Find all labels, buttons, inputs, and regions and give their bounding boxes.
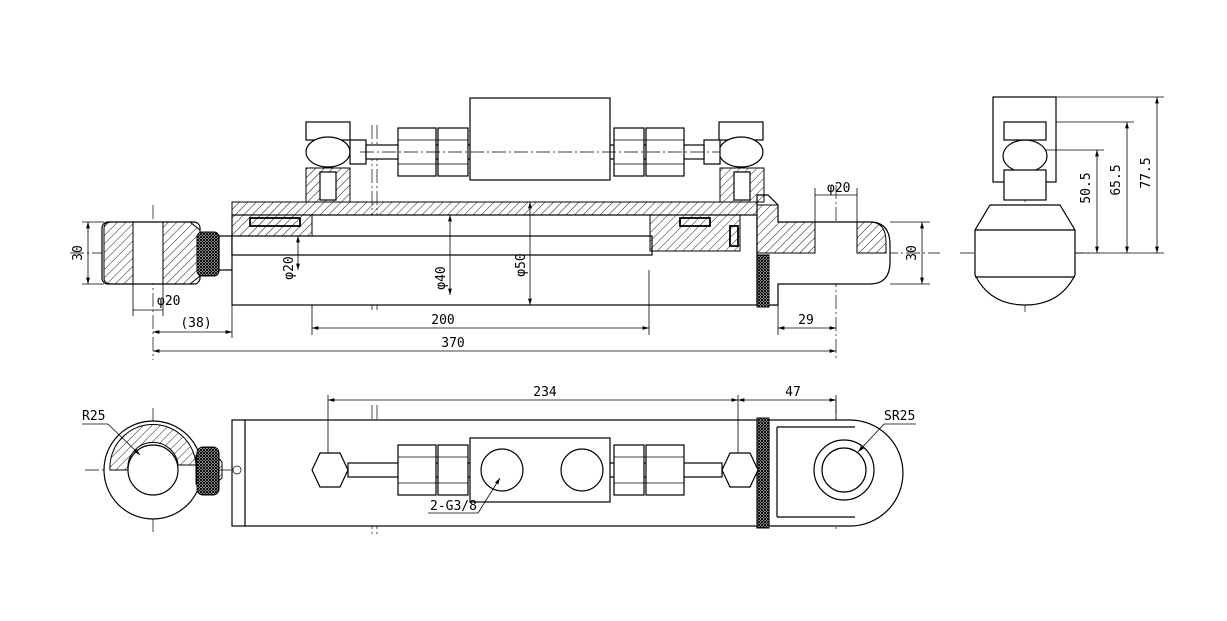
dim-side-77-5: 77.5 bbox=[1139, 157, 1154, 188]
dim-eye-47: 47 bbox=[785, 385, 801, 400]
dim-clevis-phi20: φ20 bbox=[157, 294, 180, 309]
barrel-wall-section bbox=[231, 201, 758, 216]
top-left-hex-bolt bbox=[311, 452, 349, 488]
top-right-knurl bbox=[756, 417, 770, 529]
top-left-knurl bbox=[196, 446, 220, 496]
dim-offset-38: (38) bbox=[180, 316, 211, 331]
port-circle-1 bbox=[480, 448, 524, 492]
dim-stroke-200: 200 bbox=[431, 313, 454, 328]
dim-side-50-5: 50.5 bbox=[1079, 172, 1094, 203]
top-view: 234 47 R25 SR25 2-G3/8 bbox=[82, 385, 916, 535]
dim-rod-phi20: φ20 bbox=[282, 256, 297, 279]
dim-left-height: 30 bbox=[71, 245, 86, 261]
left-clevis bbox=[101, 221, 201, 285]
side-dimensions: 50.5 65.5 77.5 bbox=[1046, 96, 1164, 254]
front-right-knurl bbox=[756, 254, 770, 308]
side-ball-eye bbox=[974, 204, 1076, 306]
dim-right-height: 30 bbox=[905, 245, 920, 261]
front-view: 30 φ20 (38) φ20 φ40 φ50 200 370 φ20 bbox=[70, 97, 940, 360]
dim-radius-sr25: SR25 bbox=[884, 409, 915, 424]
port-circle-2 bbox=[560, 448, 604, 492]
dim-outer-phi50: φ50 bbox=[514, 253, 529, 276]
dim-port-spacing-234: 234 bbox=[533, 385, 557, 400]
front-left-knurl-nut bbox=[196, 231, 220, 277]
front-dimensions: 30 φ20 (38) φ20 φ40 φ50 200 370 φ20 bbox=[71, 181, 930, 353]
dim-ports-g38: 2-G3/8 bbox=[430, 499, 477, 514]
side-view: 50.5 65.5 77.5 bbox=[960, 96, 1164, 315]
dim-radius-r25: R25 bbox=[82, 409, 105, 424]
dim-side-65-5: 65.5 bbox=[1109, 164, 1124, 195]
top-dimensions: 234 47 R25 SR25 2-G3/8 bbox=[82, 385, 916, 514]
dim-eye-29: 29 bbox=[798, 313, 814, 328]
top-right-hex-bolt bbox=[721, 452, 759, 488]
dim-eye-phi20: φ20 bbox=[827, 181, 850, 196]
front-valve-block bbox=[469, 97, 611, 181]
right-eye bbox=[756, 194, 891, 306]
dim-bore-phi40: φ40 bbox=[434, 266, 449, 289]
dim-overall-370: 370 bbox=[441, 336, 464, 351]
